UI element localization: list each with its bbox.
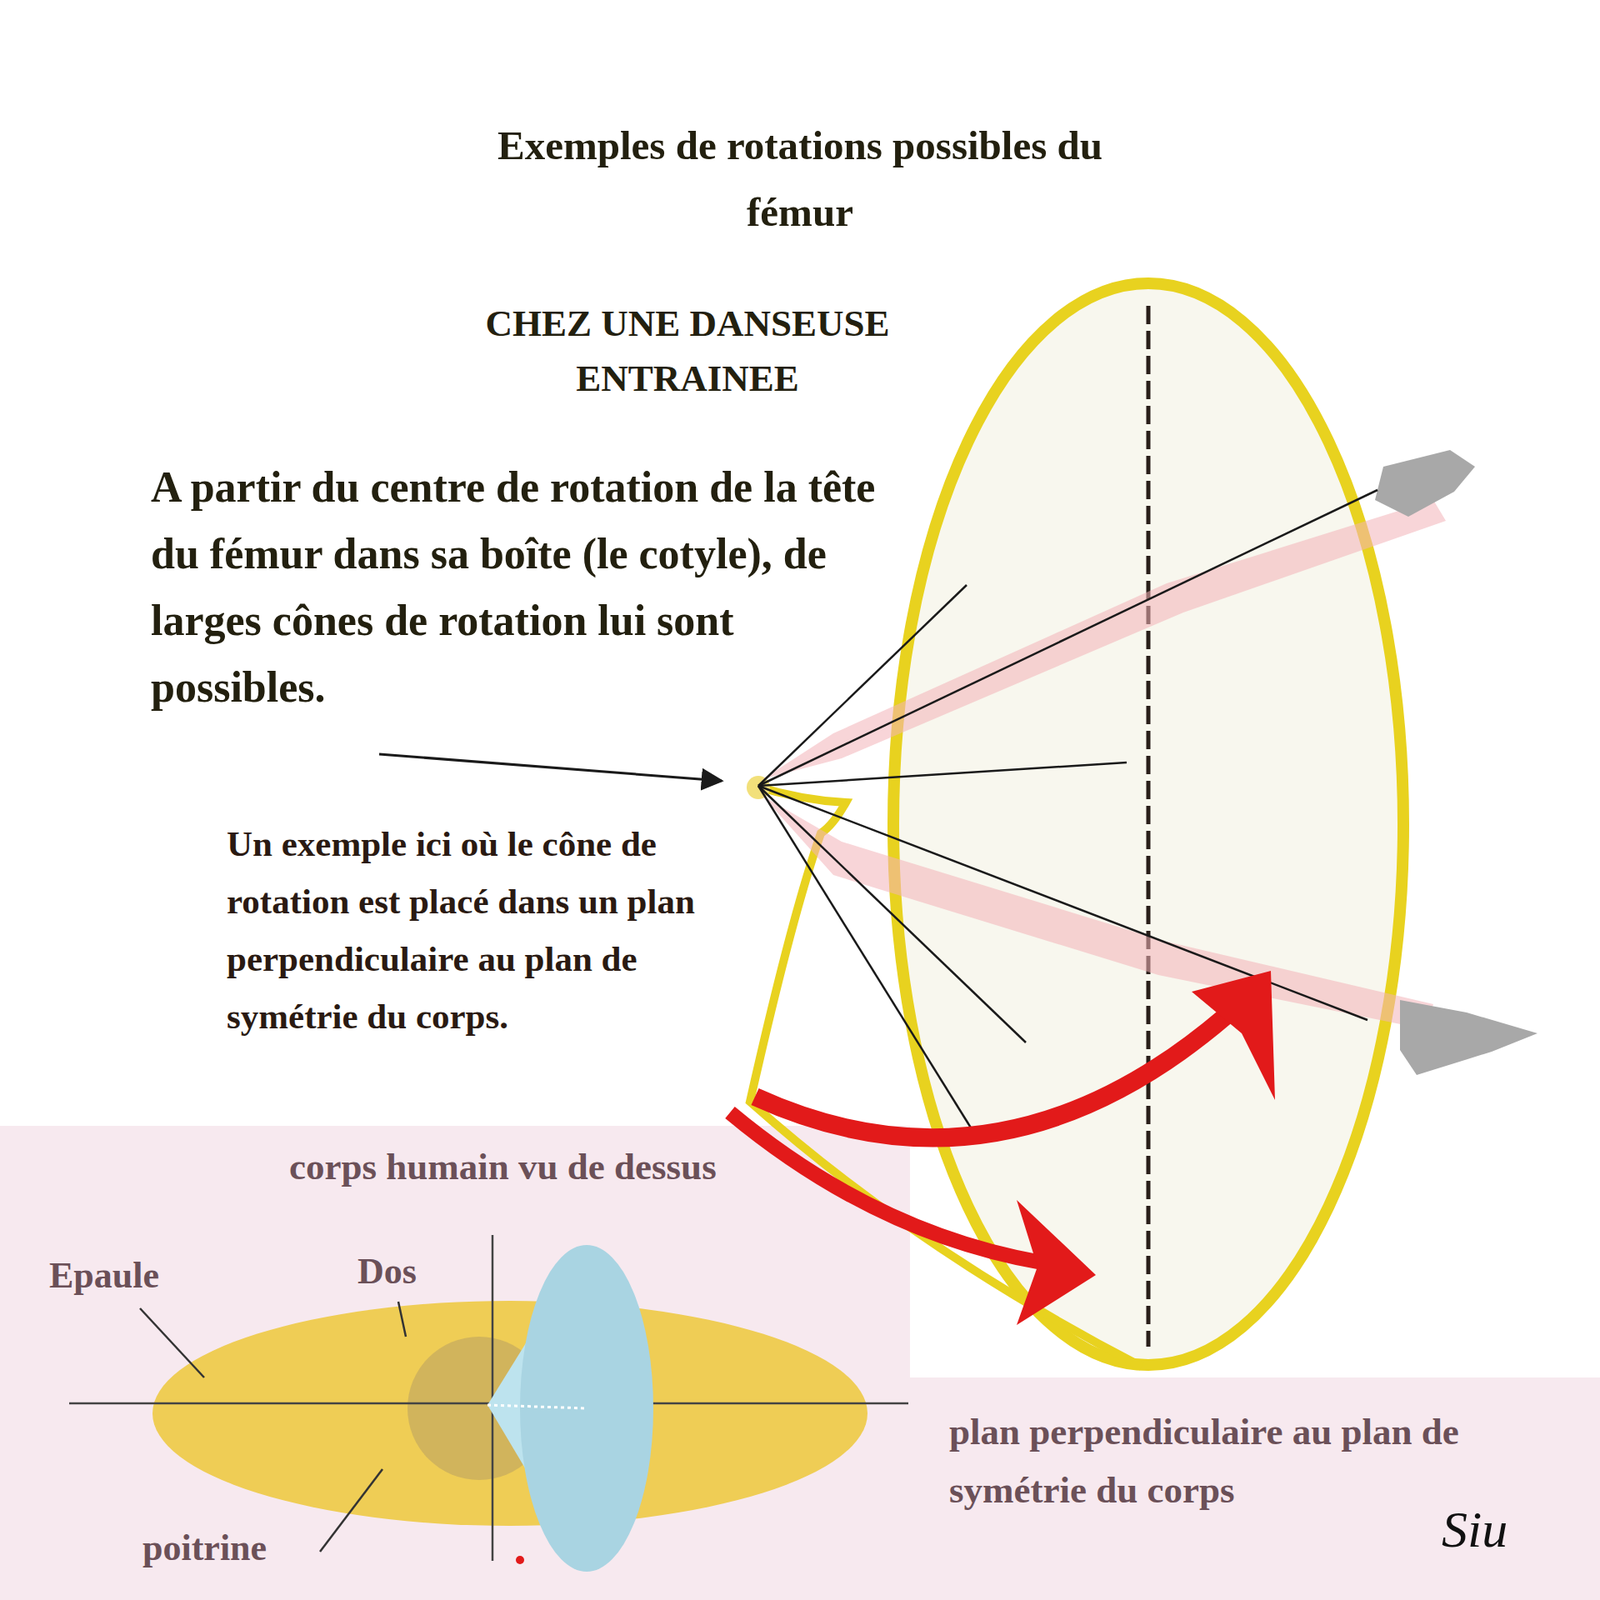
- signature: Siu: [1441, 1500, 1508, 1560]
- subtitle: CHEZ UNE DANSEUSE ENTRAINEE: [416, 295, 959, 406]
- cone-axis: [487, 1405, 587, 1409]
- dot: [515, 1555, 525, 1565]
- title: Exemples de rotations possibles du fémur: [462, 112, 1138, 246]
- leg-upper: [762, 500, 1446, 780]
- red-arrow: [730, 1112, 1042, 1263]
- shoe-upper: [1375, 450, 1475, 517]
- rotation-ellipse: [893, 283, 1404, 1365]
- red-arrowhead: [1191, 970, 1275, 1100]
- part-label: Epaule: [49, 1254, 160, 1297]
- pink-ground: [0, 1125, 1600, 1600]
- pointer-arrow: [379, 754, 722, 781]
- shoe-lower: [1400, 1000, 1538, 1075]
- dashed-axis: [1146, 305, 1151, 1347]
- leader-lines: [140, 1301, 406, 1552]
- example-note: Un exemple ici où le cône de rotation es…: [226, 815, 744, 1045]
- cone-outline: [750, 785, 1142, 1367]
- leg-lower: [762, 795, 1434, 1030]
- section-heading: corps humain vu de dessus: [289, 1145, 717, 1189]
- part-label: Dos: [357, 1250, 417, 1293]
- part-label: poitrine: [142, 1526, 267, 1570]
- cone-rays: [758, 490, 1378, 1143]
- main-note: A partir du centre de rotation de la têt…: [150, 454, 885, 721]
- red-arrow: [755, 1016, 1225, 1138]
- red-arrowhead: [1016, 1200, 1096, 1325]
